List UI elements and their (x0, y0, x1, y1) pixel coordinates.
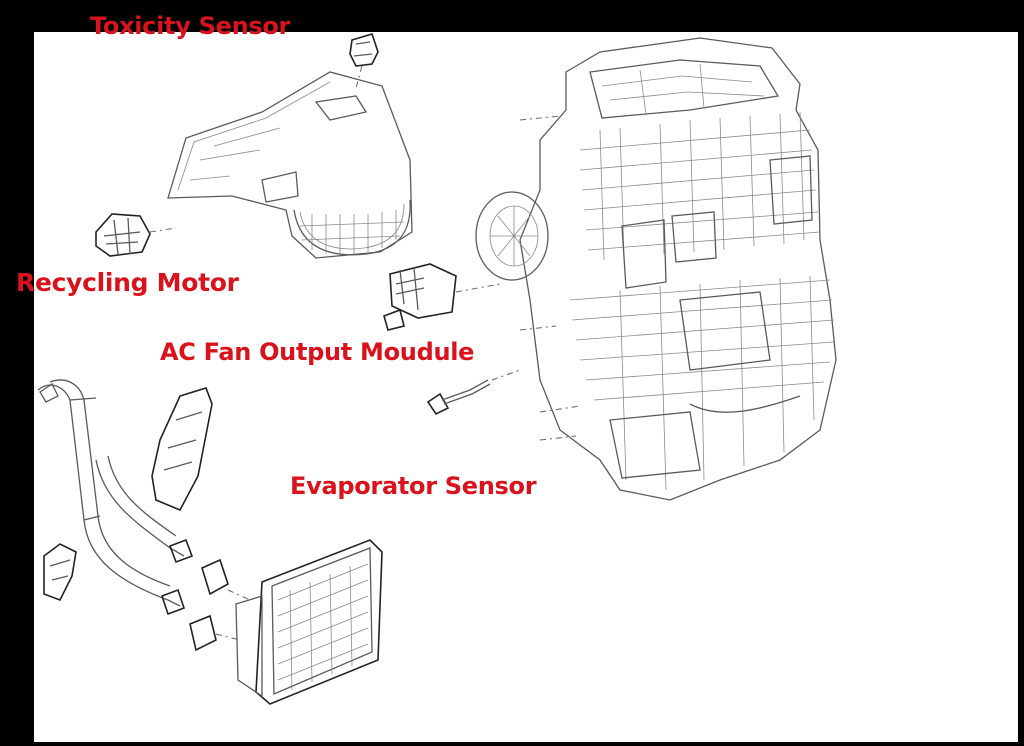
recycling-motor-part (95, 213, 177, 257)
evaporator-sensor-part (426, 369, 521, 416)
pipe-clamp (43, 543, 77, 602)
white-panel (34, 32, 1018, 742)
recycling-motor-label: Recycling Motor (16, 268, 239, 297)
mounting-bracket (151, 387, 213, 512)
hvac-main-housing (475, 37, 837, 501)
heater-pipes (37, 379, 194, 616)
evaporator-sensor-label: Evaporator Sensor (290, 472, 537, 500)
ac-fan-output-module-label: AC Fan Output Moudule (160, 338, 475, 366)
heater-core (235, 539, 383, 705)
ac-fan-output-module-part (383, 263, 501, 331)
seal-pads (189, 558, 251, 652)
toxicity-sensor-label: Toxicity Sensor (90, 12, 291, 40)
toxicity-sensor-part (349, 33, 379, 89)
blower-housing (167, 71, 413, 259)
